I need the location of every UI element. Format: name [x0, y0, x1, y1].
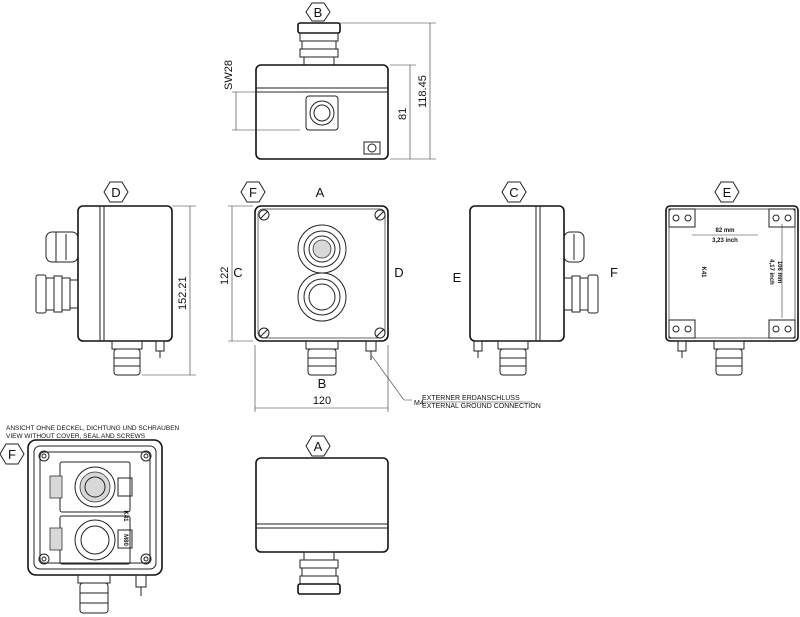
top-view: B SW28 81 118.45	[223, 2, 436, 160]
note-m4: M4	[414, 400, 424, 407]
bottom-view: A	[255, 435, 389, 595]
dim-82-in: 3,23 inch	[712, 238, 738, 244]
side-c-label: C	[509, 185, 518, 200]
cable-gland	[305, 95, 339, 131]
inner-view: ANSICHT OHNE DECKEL, DICHTUNG UND SCHRAU…	[0, 425, 180, 614]
front-f-label: F	[249, 185, 257, 200]
side-e-label: E	[453, 270, 462, 285]
dim-106: 106 mm	[776, 261, 782, 283]
note-view-de: ANSICHT OHNE DECKEL, DICHTUNG UND SCHRAU…	[6, 425, 180, 432]
note-view-en: VIEW WITHOUT COVER, SEAL AND SCREWS	[6, 433, 146, 440]
top-view-label: B	[314, 5, 323, 20]
side-d-label: D	[111, 185, 120, 200]
side-f-label: F	[610, 265, 618, 280]
enclosure-side-d	[77, 205, 173, 342]
front-d-label: D	[394, 265, 403, 280]
inner-m80-label: M80	[122, 534, 128, 546]
pushbutton-cap	[297, 22, 341, 34]
front-b-label: B	[318, 376, 327, 391]
inner-k41-label: K41	[122, 510, 128, 522]
dim-152: 152.21	[177, 276, 189, 310]
enclosure-top	[255, 64, 389, 160]
view-label-hexagon	[305, 2, 331, 22]
front-a-label: A	[316, 185, 325, 200]
enclosure-side-c	[469, 205, 565, 342]
dim-82: 82 mm	[715, 228, 734, 234]
dim-118: 118.45	[417, 75, 429, 108]
back-k41-label: K41	[700, 266, 706, 278]
dim-81: 81	[397, 108, 409, 120]
note-ground-en: EXTERNAL GROUND CONNECTION	[422, 403, 541, 410]
bottom-a-label: A	[314, 439, 323, 454]
enclosure-bottom	[255, 457, 389, 553]
dim-120: 120	[313, 395, 331, 407]
dim-122: 122	[219, 267, 231, 285]
back-view: E 82 mm 3,23 inch 106 mm 4,17 inch K41	[665, 181, 799, 376]
front-view: F A C D B 122 120	[219, 181, 541, 412]
dim-106-in: 4,17 inch	[768, 259, 774, 285]
front-c-label: C	[233, 265, 242, 280]
dim-sw28: SW28	[223, 60, 235, 90]
side-view-d: D 152.21	[35, 181, 196, 376]
side-view-c: C E F	[453, 181, 618, 376]
back-e-label: E	[723, 185, 732, 200]
inner-f-label: F	[8, 447, 16, 462]
note-ground-de: EXTERNER ERDANSCHLUSS	[422, 395, 520, 402]
